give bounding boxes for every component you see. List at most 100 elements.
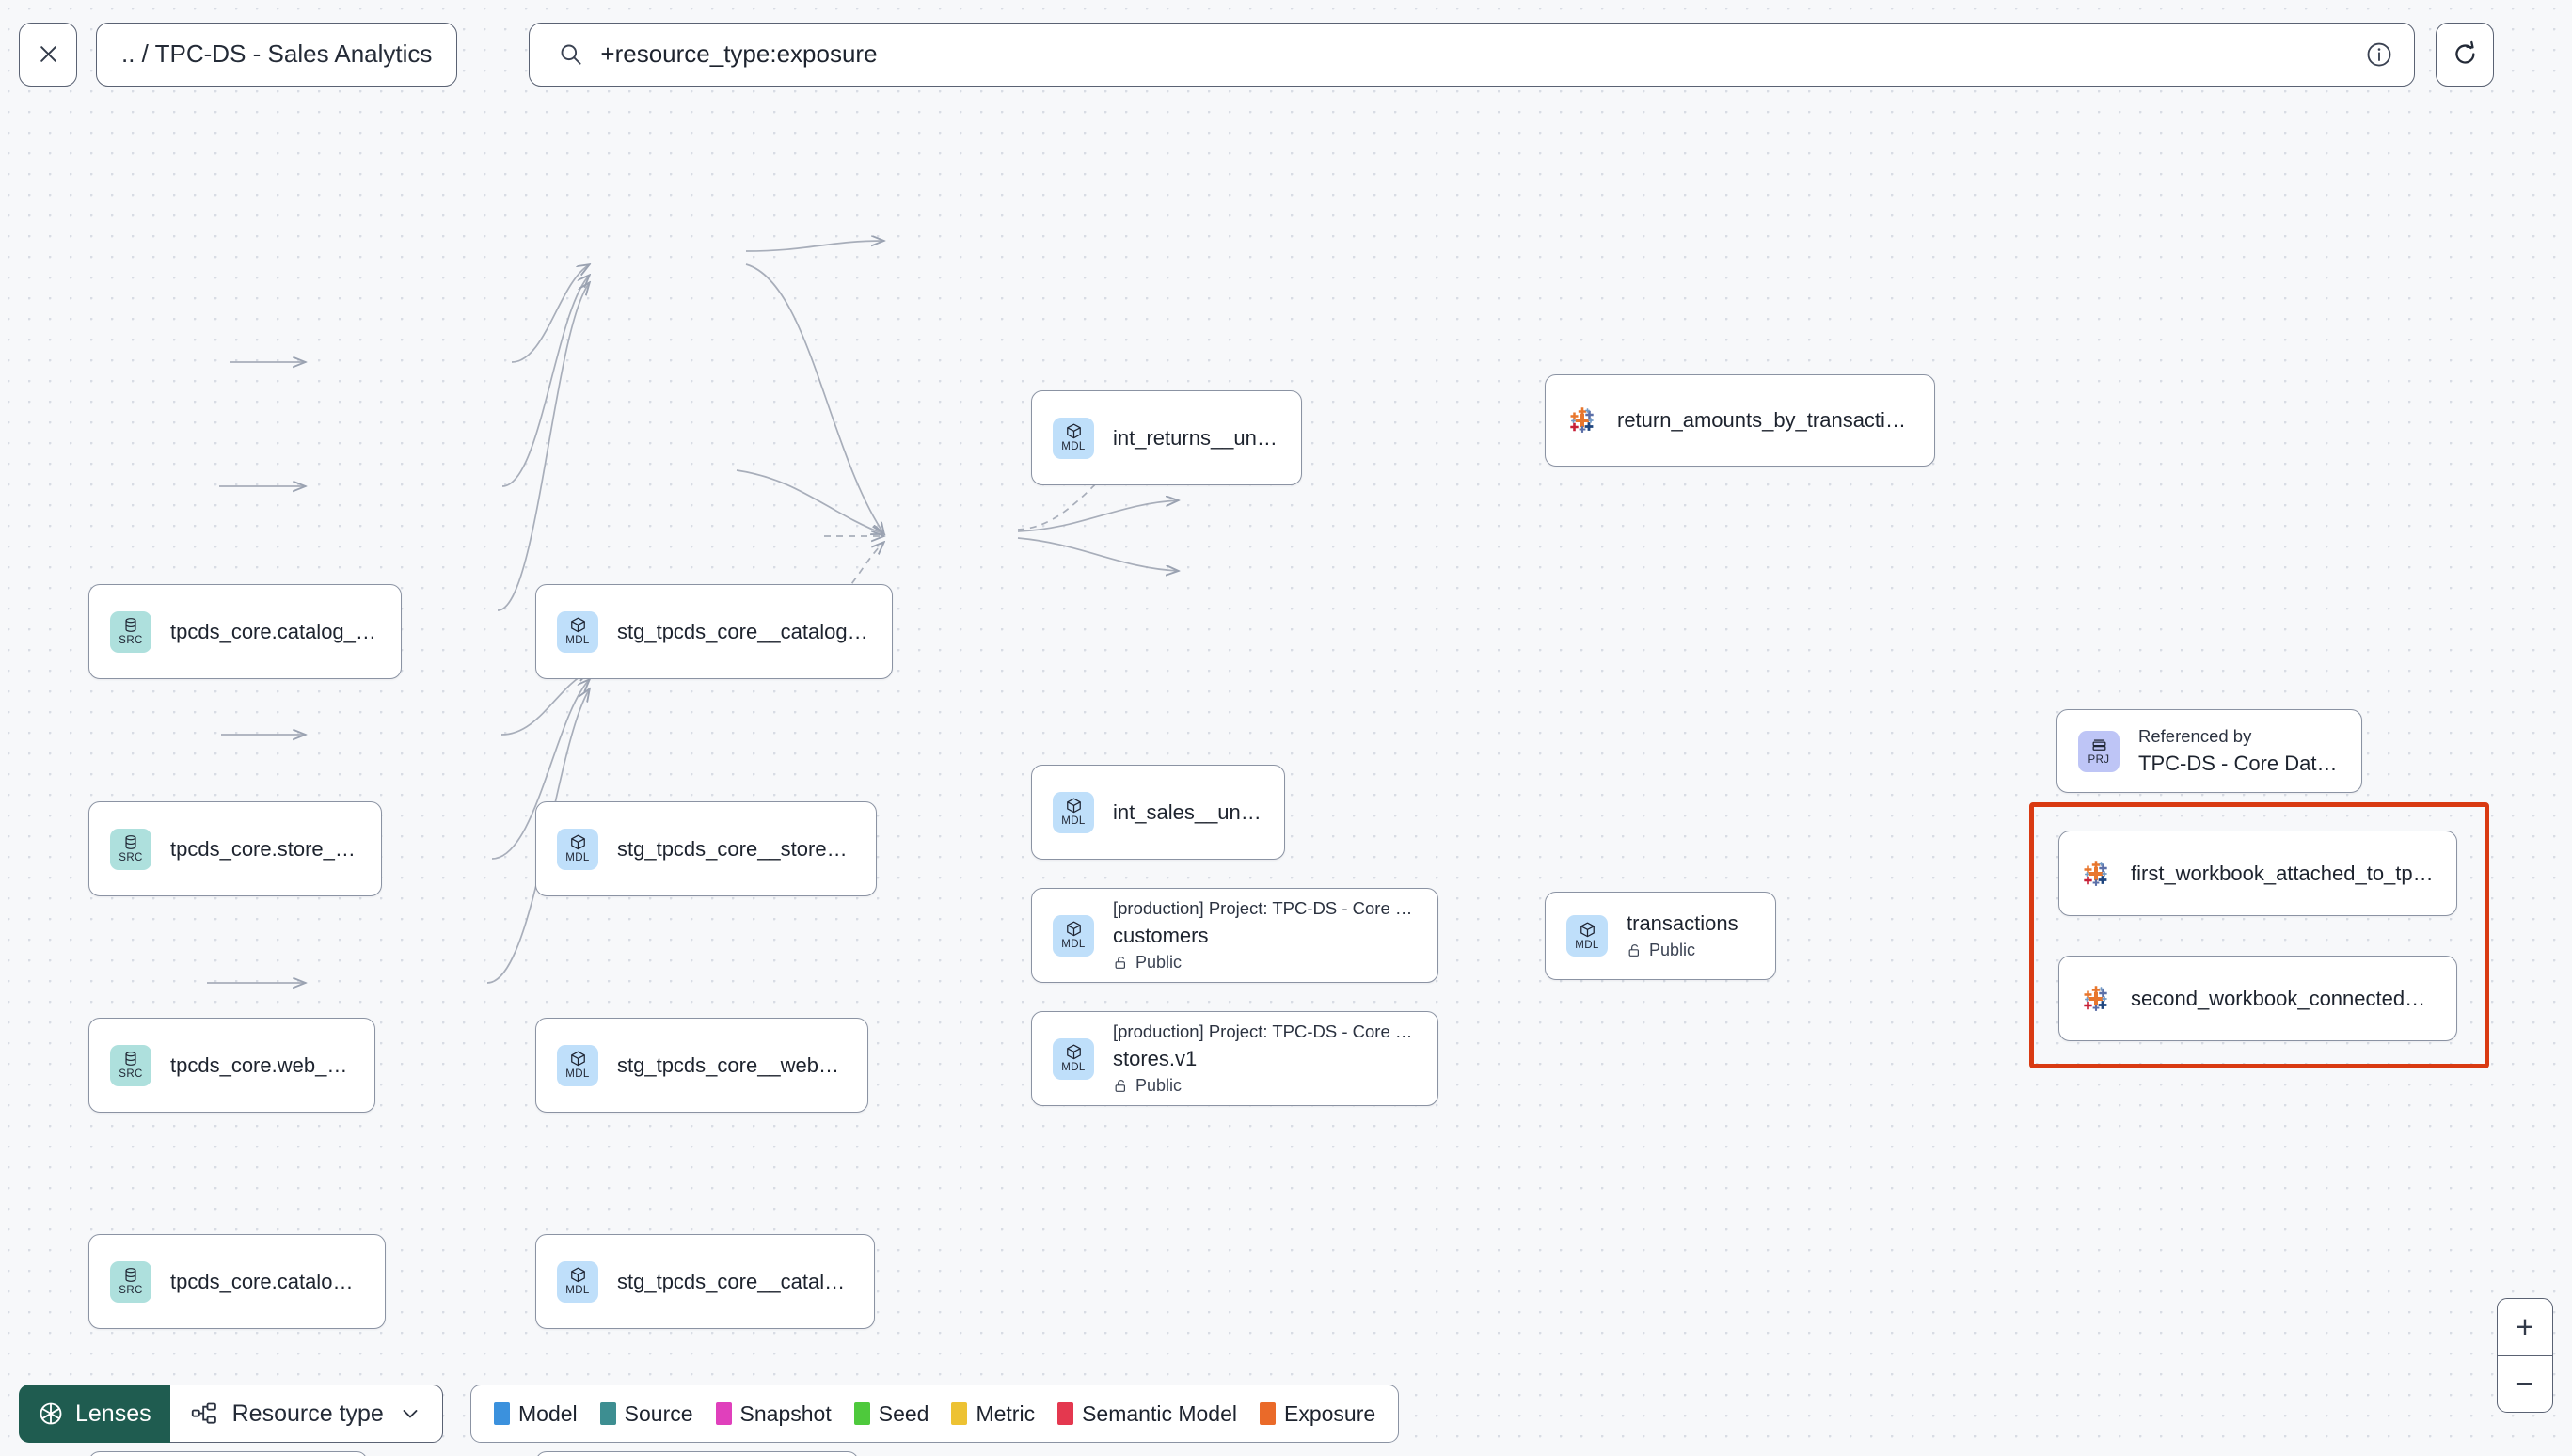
node-body: stg_tpcds_core__catalog_returns (617, 620, 871, 644)
node-title: second_workbook_connected_to_live… (2131, 986, 2436, 1010)
node-body: int_returns__unioned (1113, 426, 1280, 451)
legend-item-exposure[interactable]: Exposure (1260, 1401, 1375, 1427)
info-icon[interactable] (2365, 40, 2393, 69)
legend-swatch (951, 1402, 968, 1425)
node-body: stg_tpcds_core__catalog_sales (617, 1270, 853, 1294)
node-title: stores.v1 (1113, 1047, 1198, 1070)
node-body: tpcds_core.web_returns (170, 1053, 354, 1078)
unlock-icon (1115, 957, 1125, 969)
close-button[interactable] (19, 22, 77, 87)
zoom-controls: + − (2497, 1298, 2553, 1413)
cube-icon (570, 1051, 585, 1067)
node-body: return_amounts_by_transaction_type (1617, 408, 1913, 433)
lenses-control-group: Lenses Resource type (19, 1385, 443, 1443)
hierarchy-icon (191, 1402, 216, 1424)
badge-source: SRC (110, 828, 151, 870)
node-access: Public (1113, 1076, 1417, 1096)
graph-node-int_returns_unioned[interactable]: MDL int_returns__unioned (1031, 390, 1302, 485)
node-title: int_returns__unioned (1113, 425, 1280, 450)
badge-model: MDL (1053, 791, 1094, 833)
node-body: tpcds_core.store_returns (170, 837, 360, 862)
graph-node-return_amounts[interactable]: return_amounts_by_transaction_type (1545, 374, 1935, 467)
legend-item-snapshot[interactable]: Snapshot (715, 1401, 832, 1427)
database-icon (125, 618, 136, 633)
badge-model: MDL (1566, 915, 1608, 957)
legend-item-source[interactable]: Source (599, 1401, 693, 1427)
graph-node-stores_v1[interactable]: MDL[production] Project: TPC-DS - Core D… (1031, 1011, 1438, 1106)
breadcrumb-label: .. / TPC-DS - Sales Analytics (121, 40, 433, 68)
legend-item-semantic-model[interactable]: Semantic Model (1057, 1401, 1237, 1427)
breadcrumb[interactable]: .. / TPC-DS - Sales Analytics (96, 22, 458, 87)
node-body: first_workbook_attached_to_tpc-ds_-_… (2131, 862, 2436, 886)
node-body: stg_tpcds_core__store_returns (617, 837, 855, 862)
zoom-out-button[interactable]: − (2516, 1366, 2534, 1401)
search-bar[interactable] (529, 22, 2416, 87)
legend-swatch (494, 1402, 510, 1425)
node-title: transactions (1627, 911, 1738, 935)
legend-label: Seed (878, 1401, 929, 1426)
unlock-icon (1628, 944, 1639, 957)
search-input[interactable] (600, 23, 2349, 86)
badge-model: MDL (557, 1044, 598, 1086)
lenses-button[interactable]: Lenses (19, 1385, 170, 1443)
unlock-icon (1115, 1080, 1125, 1092)
legend-item-metric[interactable]: Metric (951, 1401, 1035, 1427)
resource-type-dropdown[interactable]: Resource type (169, 1385, 443, 1443)
graph-node-src_web_returns[interactable]: SRC tpcds_core.web_returns (88, 1018, 375, 1113)
legend-swatch (715, 1402, 732, 1425)
legend-swatch (853, 1402, 870, 1425)
refresh-icon (2455, 40, 2475, 64)
node-body: tpcds_core.catalog_sales (170, 1270, 364, 1294)
graph-node-stg_web_returns[interactable]: MDL stg_tpcds_core__web_returns (535, 1018, 868, 1113)
graph-node-src_store_returns[interactable]: SRC tpcds_core.store_returns (88, 801, 382, 896)
node-body: [production] Project: TPC-DS - Core Data… (1113, 898, 1417, 973)
badge-label: SRC (119, 1068, 143, 1081)
node-access: Public (1113, 953, 1417, 973)
legend-swatch (1057, 1402, 1074, 1425)
zoom-in-button[interactable]: + (2498, 1299, 2552, 1356)
node-title: stg_tpcds_core__web_returns (617, 1052, 847, 1077)
badge-label: MDL (1061, 939, 1086, 951)
cube-icon (1580, 922, 1595, 938)
project-icon (2092, 739, 2105, 752)
legend-label: Snapshot (739, 1401, 832, 1426)
refresh-button[interactable] (2436, 22, 2495, 87)
exposure-highlight-box (2029, 802, 2489, 1068)
legend-item-model[interactable]: Model (494, 1401, 578, 1427)
lenses-label: Lenses (75, 1400, 151, 1427)
database-icon (125, 835, 136, 850)
close-icon (40, 46, 56, 62)
cube-icon (1066, 423, 1081, 439)
node-title: tpcds_core.store_returns (170, 836, 360, 861)
node-body: [production] Project: TPC-DS - Core Data… (1113, 1021, 1417, 1096)
node-title: TPC-DS - Core Data Models (2138, 752, 2341, 775)
node-body: tpcds_core.catalog_returns (170, 620, 380, 644)
graph-node-second_workbook[interactable]: second_workbook_connected_to_live… (2058, 956, 2457, 1041)
legend-label: Source (624, 1401, 693, 1426)
node-body: stg_tpcds_core__web_returns (617, 1053, 847, 1078)
legend-item-seed[interactable]: Seed (853, 1401, 929, 1427)
graph-node-customers[interactable]: MDL [production] Project: TPC-DS - Core D… (1031, 888, 1438, 983)
cube-icon (1066, 921, 1081, 937)
legend-label: Model (518, 1401, 578, 1426)
database-icon (125, 1052, 136, 1067)
graph-node-first_workbook[interactable]: first_workbook_attached_to_tpc-ds_-_… (2058, 831, 2457, 916)
badge-label: SRC (119, 852, 143, 864)
cube-icon (1066, 1044, 1081, 1060)
badge-label: MDL (1061, 441, 1086, 453)
badge-source: SRC (110, 1044, 151, 1086)
node-title: customers (1113, 924, 1209, 947)
